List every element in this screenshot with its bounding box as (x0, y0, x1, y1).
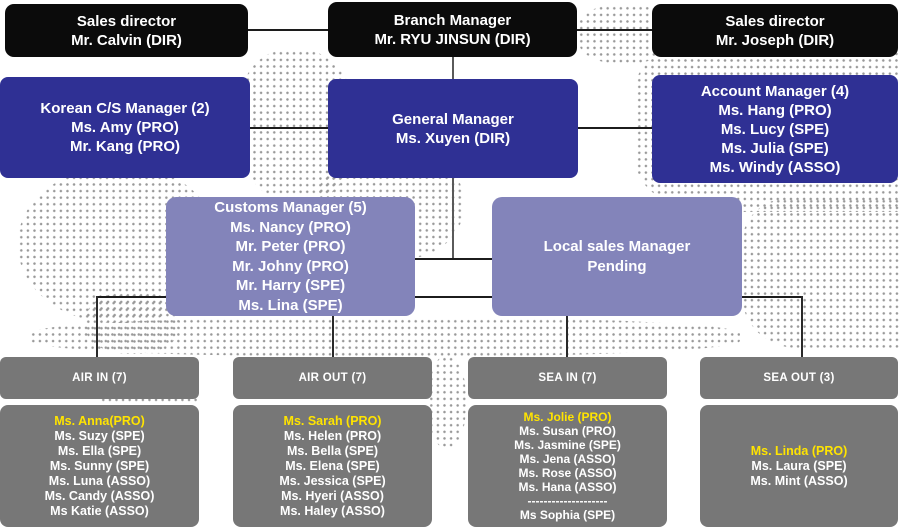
team-member-lead: Ms. Linda (PRO) (750, 443, 848, 458)
team-member: Ms. Ella (SPE) (57, 443, 142, 458)
node-line: Ms. Nancy (PRO) (230, 218, 351, 236)
team-member-lead: Ms. Anna(PRO) (54, 413, 145, 428)
node-line: Mr. Johny (PRO) (232, 257, 349, 275)
team-member: Ms. Suzy (SPE) (54, 428, 145, 443)
node-person: Mr. RYU JINSUN (DIR) (374, 30, 531, 48)
team-header-label: SEA OUT (3) (763, 372, 835, 384)
team-member: Ms. Elena (SPE) (285, 458, 380, 473)
team-member: Ms. Sunny (SPE) (49, 458, 150, 473)
team-sea-out-list: Ms. Linda (PRO) Ms. Laura (SPE) Ms. Mint… (700, 405, 898, 527)
team-member-lead: Ms. Sarah (PRO) (283, 413, 382, 428)
connector-line (96, 296, 166, 298)
team-divider: -------------------- (527, 494, 608, 508)
connector-line (742, 296, 803, 298)
node-line: Ms. Lina (SPE) (238, 296, 343, 314)
team-member-lead: Ms. Jolie (PRO) (523, 410, 612, 424)
node-line: Ms. Windy (ASSO) (709, 158, 841, 176)
world-map-dots (742, 198, 900, 348)
node-general-manager: General Manager Ms. Xuyen (DIR) (328, 79, 578, 178)
team-header-label: AIR OUT (7) (298, 372, 367, 384)
connector-line (801, 296, 803, 357)
team-member: Ms Katie (ASSO) (50, 503, 149, 518)
team-sea-in-list: Ms. Jolie (PRO) Ms. Susan (PRO) Ms. Jasm… (468, 405, 667, 527)
connector-line (248, 29, 328, 31)
node-line: Local sales Manager (543, 238, 691, 255)
connector-line (578, 127, 652, 129)
team-member: Ms. Rose (ASSO) (518, 466, 617, 480)
team-sea-in-header: SEA IN (7) (468, 357, 667, 399)
world-map-dots (30, 318, 740, 356)
team-member: Ms. Haley (ASSO) (280, 503, 385, 518)
team-member: Ms. Jessica (SPE) (279, 473, 386, 488)
node-local-sales-manager: Local sales Manager Pending (492, 197, 742, 316)
team-member: Ms. Susan (PRO) (519, 424, 616, 438)
node-line: Customs Manager (5) (214, 199, 367, 216)
team-air-in-list: Ms. Anna(PRO) Ms. Suzy (SPE) Ms. Ella (S… (0, 405, 199, 527)
node-korean-cs-manager: Korean C/S Manager (2) Ms. Amy (PRO) Mr.… (0, 77, 250, 178)
node-line: Account Manager (4) (700, 82, 850, 100)
connector-line (577, 29, 652, 31)
connector-line (250, 127, 330, 129)
team-member: Ms. Jena (ASSO) (519, 452, 616, 466)
node-title: Sales director (76, 12, 177, 30)
connector-line (452, 178, 454, 259)
connector-line (415, 258, 492, 260)
connector-line (566, 316, 568, 357)
team-member: Ms. Hyeri (ASSO) (281, 488, 384, 503)
connector-line (96, 296, 98, 357)
team-air-out-header: AIR OUT (7) (233, 357, 432, 399)
node-line: Ms. Lucy (SPE) (720, 120, 830, 138)
node-sales-director-left: Sales director Mr. Calvin (DIR) (5, 4, 248, 57)
team-air-out-list: Ms. Sarah (PRO) Ms. Helen (PRO) Ms. Bell… (233, 405, 432, 527)
team-member: Ms Sophia (SPE) (519, 508, 616, 522)
node-line: Ms. Xuyen (DIR) (395, 129, 511, 147)
team-member: Ms. Luna (ASSO) (48, 473, 151, 488)
node-line: Korean C/S Manager (2) (40, 100, 210, 117)
team-member: Ms. Helen (PRO) (283, 428, 382, 443)
node-person: Mr. Joseph (DIR) (715, 31, 835, 49)
team-member: Ms. Candy (ASSO) (44, 488, 155, 503)
team-air-in-header: AIR IN (7) (0, 357, 199, 399)
connector-line (452, 57, 454, 79)
team-member: Ms. Laura (SPE) (751, 458, 847, 473)
connector-line (332, 316, 334, 357)
node-title: Branch Manager (393, 11, 512, 29)
node-branch-manager: Branch Manager Mr. RYU JINSUN (DIR) (328, 2, 577, 57)
world-map-dots (428, 356, 466, 448)
node-line: Mr. Kang (PRO) (69, 138, 180, 155)
connector-line (415, 296, 492, 298)
node-customs-manager: Customs Manager (5) Ms. Nancy (PRO) Mr. … (166, 197, 415, 316)
node-sales-director-right: Sales director Mr. Joseph (DIR) (652, 4, 898, 57)
node-line: Mr. Peter (PRO) (235, 238, 346, 255)
node-person: Mr. Calvin (DIR) (71, 31, 182, 49)
team-header-label: AIR IN (7) (72, 372, 127, 384)
node-account-manager: Account Manager (4) Ms. Hang (PRO) Ms. L… (652, 75, 898, 183)
node-line: Ms. Julia (SPE) (721, 139, 829, 157)
team-member: Ms. Hana (ASSO) (518, 480, 617, 494)
team-member: Ms. Jasmine (SPE) (514, 438, 621, 452)
node-line: Mr. Harry (SPE) (235, 277, 346, 294)
team-member: Ms. Mint (ASSO) (750, 473, 848, 488)
node-title: Sales director (725, 12, 825, 30)
node-line: Ms. Amy (PRO) (71, 119, 179, 136)
node-line: Pending (587, 257, 647, 275)
team-header-label: SEA IN (7) (538, 372, 597, 384)
team-member: Ms. Bella (SPE) (287, 443, 378, 458)
node-line: Ms. Hang (PRO) (718, 101, 832, 119)
node-line: General Manager (392, 110, 514, 128)
team-sea-out-header: SEA OUT (3) (700, 357, 898, 399)
